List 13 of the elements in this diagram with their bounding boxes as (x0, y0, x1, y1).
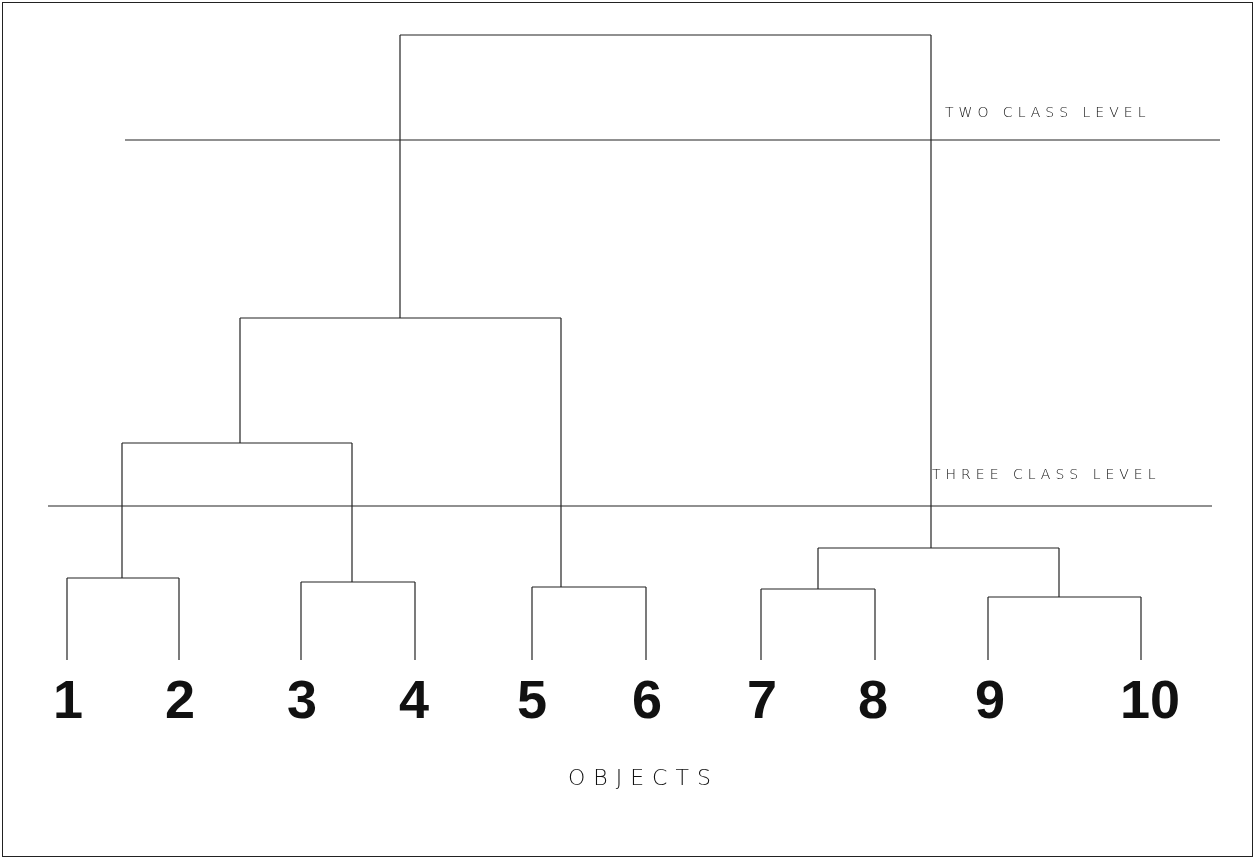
leaf-label: 3 (287, 672, 317, 726)
leaf-label: 6 (632, 672, 662, 726)
leaf-label: 9 (975, 672, 1005, 726)
leaf-label: 5 (517, 672, 547, 726)
leaf-label: 2 (165, 672, 195, 726)
level-label: THREE CLASS LEVEL (932, 466, 1161, 482)
leaf-label: 1 (53, 672, 83, 726)
leaf-label: 4 (399, 672, 429, 726)
leaf-label: 10 (1119, 672, 1181, 726)
leaf-label: 8 (858, 672, 888, 726)
level-label: TWO CLASS LEVEL (945, 104, 1151, 120)
axis-label: OBJECTS (568, 765, 719, 790)
leaf-label: 7 (747, 672, 777, 726)
